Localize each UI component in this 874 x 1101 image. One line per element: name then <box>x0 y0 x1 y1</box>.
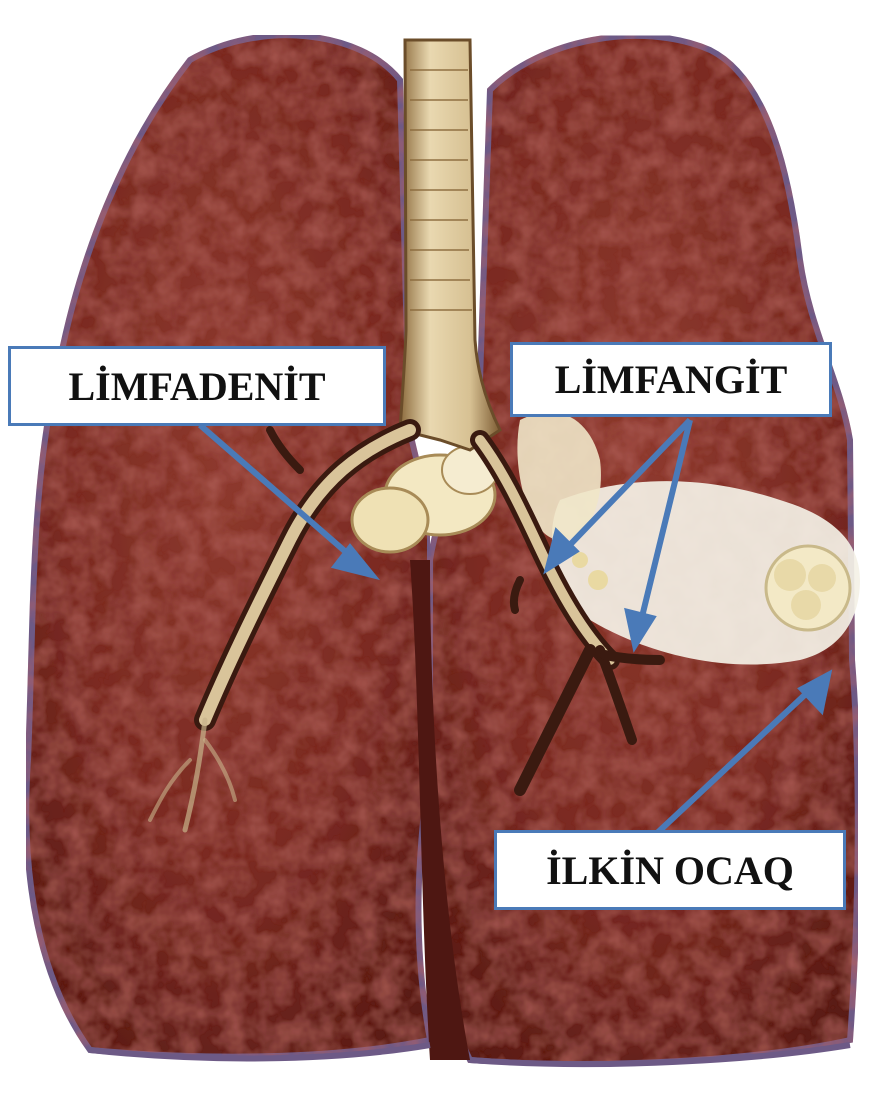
primary-focus-nodule <box>766 546 850 630</box>
label-lymphadenitis: LİMFADENİT <box>8 346 386 426</box>
label-lymphangitis: LİMFANGİT <box>510 342 832 417</box>
label-primary-focus: İLKİN OCAQ <box>494 830 846 910</box>
